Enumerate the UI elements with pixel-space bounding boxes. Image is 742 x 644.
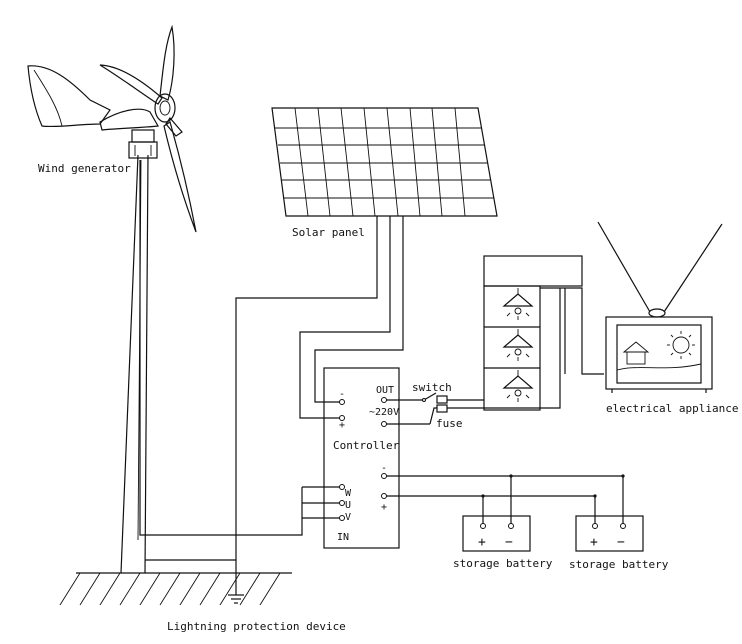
ground-icon [228,594,244,604]
wind-generator-label: Wind generator [38,162,131,175]
ground-hatch [59,572,292,606]
controller-out-voltage: ~220V [369,407,399,418]
storage-battery-2 [575,515,644,552]
storage-battery-1 [462,515,531,552]
lamp-panel [483,255,604,411]
controller-out-label: OUT [376,385,394,396]
lamp-icon [502,288,534,320]
controller-phase-u: U [345,500,351,511]
fuse-label: fuse [436,417,463,430]
switch-and-fuse [386,288,561,425]
solar-panel [271,107,498,217]
controller-solar-plus: + [339,420,345,431]
controller-solar-minus: - [339,389,345,400]
switch-label: switch [412,381,452,394]
controller-in-label: IN [337,532,349,543]
controller-label: Controller [333,439,400,452]
wind-turbine [27,24,197,574]
lamp-icon [502,329,534,361]
storage-battery-2-label: storage battery [569,558,669,571]
tv-icon [597,221,723,393]
controller [323,367,400,549]
controller-battery-minus: - [381,463,387,474]
controller-phase-w: W [345,488,352,499]
battery-2-plus: + [590,535,598,550]
solar-panel-label: Solar panel [292,226,365,239]
battery-1-minus: − [505,535,513,550]
lightning-protection-label: Lightning protection device [167,620,346,633]
solar-wiring [235,216,404,595]
battery-1-plus: + [478,535,486,550]
lamp-icon [502,370,534,402]
battery-2-minus: − [617,535,625,550]
controller-battery-plus: + [381,502,387,513]
electrical-appliance-label: electrical appliance [606,402,738,415]
controller-phase-v: V [345,512,351,523]
wind-wiring [139,160,340,561]
storage-battery-1-label: storage battery [453,557,553,570]
